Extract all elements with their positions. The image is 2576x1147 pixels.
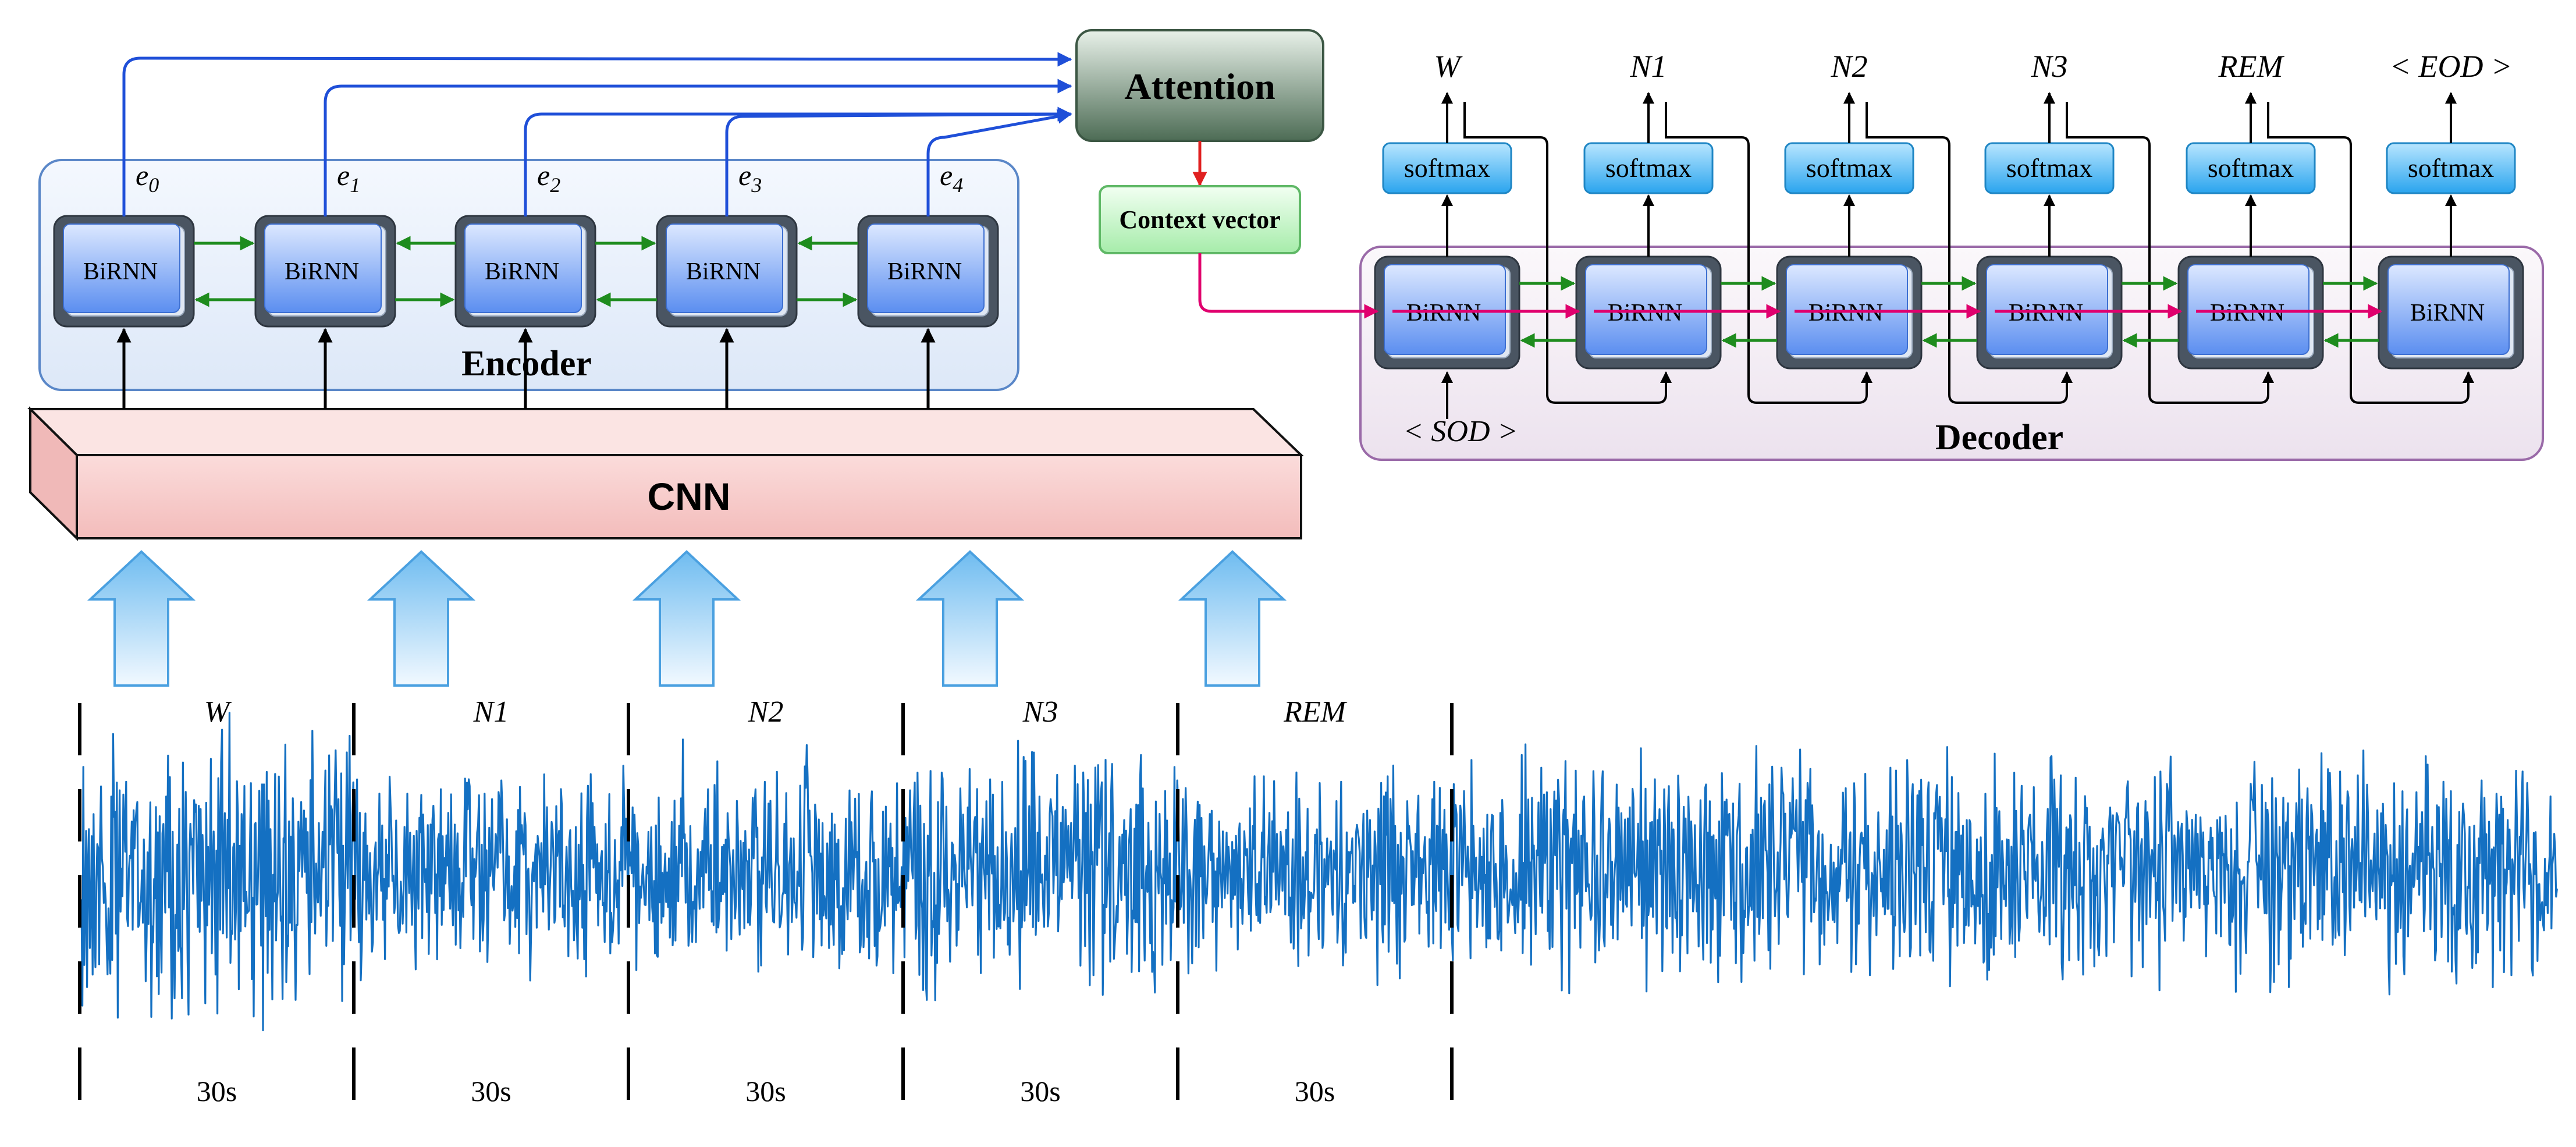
encoder-to-attention-arrow	[524, 106, 1072, 216]
birnn-cell-label: BiRNN	[1808, 300, 1883, 326]
birnn-cell-label: BiRNN	[1406, 300, 1481, 326]
softmax-label: softmax	[2408, 153, 2494, 183]
softmax-label: softmax	[2006, 153, 2092, 183]
encoder-output-label-2: e2	[537, 159, 560, 197]
decoder-feedback-link	[1665, 102, 1873, 404]
input-arrow-0	[87, 550, 196, 687]
decoder-feedback-link	[1866, 102, 2073, 404]
epoch-stage-label-4: REM	[1283, 695, 1348, 729]
birnn-cell-label: BiRNN	[485, 258, 559, 285]
encoder-output-label-1: e1	[337, 159, 360, 197]
eeg-signal-trace	[80, 712, 2558, 1032]
epoch-stage-label-0: W	[204, 695, 232, 729]
epoch-stage-label-2: N2	[748, 695, 784, 729]
decoder-title: Decoder	[1935, 418, 2063, 457]
birnn-cell-label: BiRNN	[686, 258, 761, 285]
input-arrow-3	[915, 550, 1025, 687]
encoder-output-label-0: e0	[136, 159, 159, 197]
softmax-label: softmax	[1806, 153, 1892, 183]
cnn-block: CNN	[27, 406, 1304, 541]
input-arrow-2	[632, 550, 741, 687]
softmax-block-5: softmax	[2386, 142, 2516, 194]
decoder-output-label-3: N3	[2030, 49, 2067, 84]
birnn-cell-label: BiRNN	[1608, 300, 1682, 326]
decoder-output-label-5: < EOD >	[2390, 49, 2513, 84]
epoch-stage-label-3: N3	[1022, 695, 1058, 729]
softmax-block-3: softmax	[1984, 142, 2115, 194]
encoder-to-attention-arrow	[926, 109, 1072, 216]
encoder-birnn-cell-2: BiRNN	[454, 215, 596, 328]
epoch-duration-label-3: 30s	[1020, 1075, 1060, 1107]
birnn-cell-label: BiRNN	[887, 258, 962, 285]
decoder-birnn-cell-5: BiRNN	[2378, 255, 2524, 370]
softmax-label: softmax	[2208, 153, 2294, 183]
encoder-birnn-cell-4: BiRNN	[857, 215, 999, 328]
encoder-to-attention-arrow	[324, 79, 1072, 216]
softmax-block-1: softmax	[1583, 142, 1714, 194]
birnn-cell-label: BiRNN	[2009, 300, 2083, 326]
decoder-output-label-2: N2	[1830, 49, 1867, 84]
birnn-cell-label: BiRNN	[83, 258, 158, 285]
epoch-duration-label-1: 30s	[471, 1075, 511, 1107]
epoch-duration-label-4: 30s	[1295, 1075, 1335, 1107]
encoder-output-label-3: e3	[738, 159, 762, 197]
decoder-feedback-link	[2267, 102, 2474, 404]
epoch-stage-label-1: N1	[473, 695, 509, 729]
cnn-label: CNN	[648, 475, 731, 518]
attention-label: Attention	[1124, 66, 1275, 107]
birnn-cell-label: BiRNN	[2410, 300, 2485, 326]
context-vector-label: Context vector	[1119, 205, 1280, 234]
softmax-label: softmax	[1605, 153, 1692, 183]
epoch-duration-label-2: 30s	[745, 1075, 786, 1107]
encoder-birnn-cell-3: BiRNN	[656, 215, 798, 328]
encoder-birnn-cell-1: BiRNN	[254, 215, 396, 328]
decoder-output-label-4: REM	[2218, 49, 2285, 84]
input-arrow-1	[367, 550, 476, 687]
softmax-block-4: softmax	[2186, 142, 2316, 194]
decoder-output-label-1: N1	[1629, 49, 1667, 84]
input-arrow-4	[1178, 550, 1287, 687]
encoder-to-attention-arrow	[122, 52, 1072, 216]
birnn-cell-label: BiRNN	[2210, 300, 2284, 326]
encoder-birnn-cell-0: BiRNN	[53, 215, 195, 328]
epoch-duration-label-0: 30s	[197, 1075, 237, 1107]
softmax-label: softmax	[1404, 153, 1490, 183]
decoder-output-label-0: W	[1434, 49, 1463, 84]
encoder-to-attention-arrow	[725, 106, 1072, 216]
decoder-feedback-link	[1463, 102, 1672, 404]
birnn-cell-label: BiRNN	[285, 258, 359, 285]
decoder-feedback-link	[2066, 102, 2274, 404]
context-to-decoder-arrow	[1198, 253, 1379, 319]
softmax-block-0: softmax	[1382, 142, 1512, 194]
softmax-block-2: softmax	[1784, 142, 1914, 194]
decoder-start-token: < SOD >	[1403, 415, 1518, 448]
